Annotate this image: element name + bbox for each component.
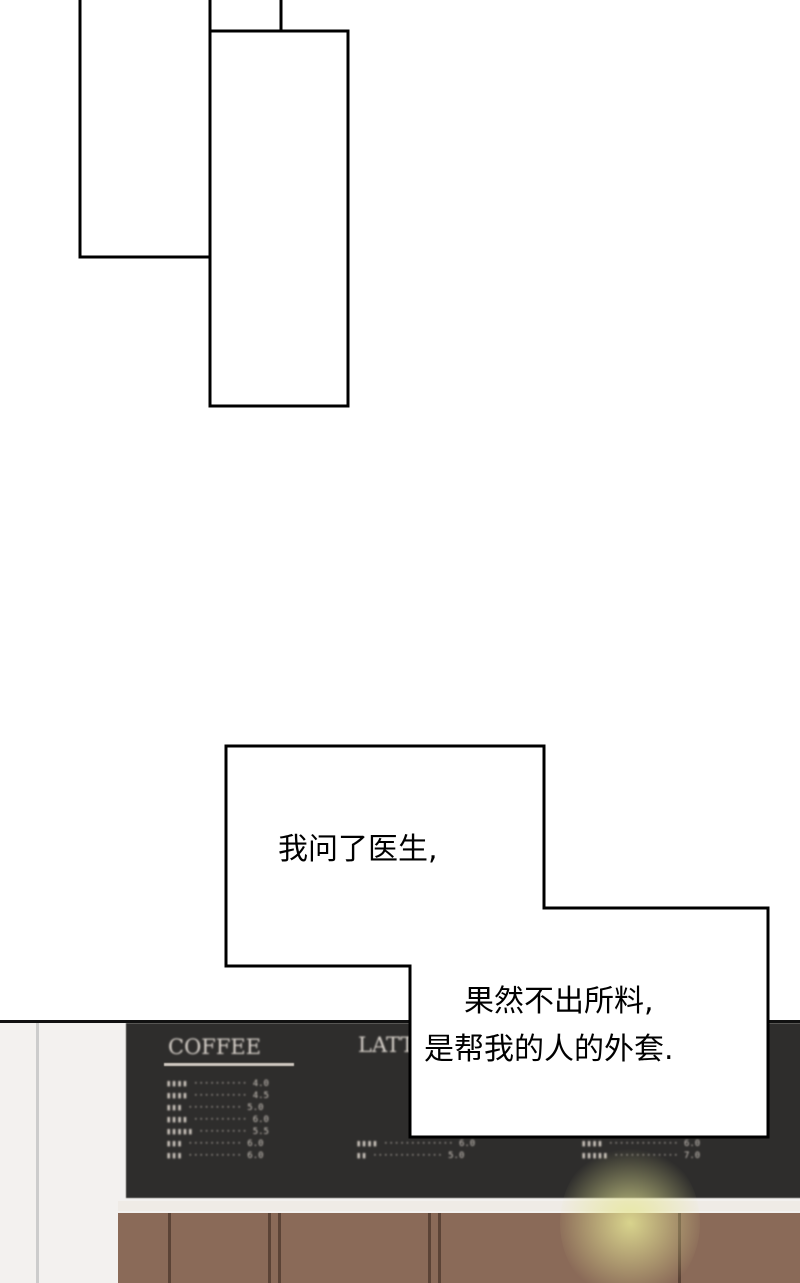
empty-panel-left bbox=[78, 0, 212, 259]
caption-line-2a: 果然不出所料, bbox=[464, 984, 654, 1019]
coffee-heading: COFFEE bbox=[168, 1035, 262, 1059]
caption-line-1: 我问了医生, bbox=[278, 832, 438, 867]
lens-flare bbox=[560, 1143, 700, 1283]
empty-panel-right bbox=[208, 29, 350, 408]
caption-line-2b: 是帮我的人的外套. bbox=[424, 1032, 674, 1067]
cafe-scene-panel: COFFEE LATTE ▮▮▮▮ ·········· 4.0 ▮▮▮▮ ··… bbox=[0, 1020, 800, 1283]
